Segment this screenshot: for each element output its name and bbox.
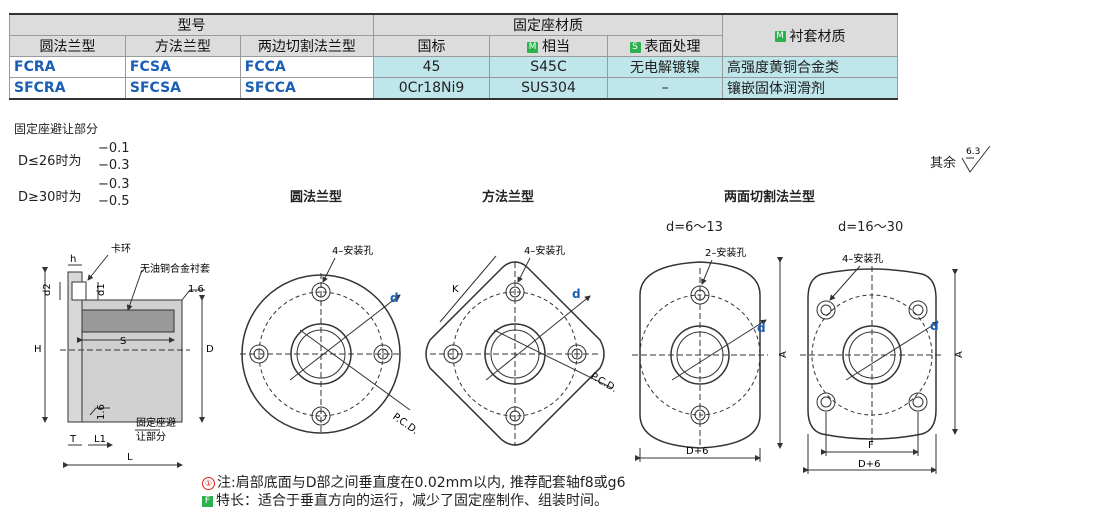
tolerance-values-2: −0.3 −0.5 xyxy=(98,177,130,209)
cell-surface: 无电解镀镍 xyxy=(607,56,723,78)
cell-code[interactable]: SFCRA xyxy=(9,77,126,100)
table-row: SFCRA SFCSA SFCCA 0Cr18Ni9 SUS304 – 镶嵌固体… xyxy=(9,77,898,100)
subheader-gb: 国标 xyxy=(373,35,490,57)
tolerance-label-1: D≤26时为 xyxy=(18,154,82,169)
dim-T: T xyxy=(69,434,77,445)
tolerance-label-2: D≥30时为 xyxy=(18,190,82,205)
dim-d-round: d xyxy=(390,291,399,305)
tolerance-values-1: −0.1 −0.3 xyxy=(98,141,130,173)
subheader-cut: 两边切割法兰型 xyxy=(239,35,375,57)
feature-badge-icon: F xyxy=(202,495,213,507)
dim-L: L xyxy=(127,452,133,463)
roughness-2: 1.6 xyxy=(96,404,107,420)
title-cut-large: d=16～30 xyxy=(838,220,904,235)
m-badge-icon: M xyxy=(526,41,538,53)
label-pcd-round: P.C.D. xyxy=(390,411,420,436)
cell-gb: 0Cr18Ni9 xyxy=(373,77,490,100)
label-holes-round: 4–安装孔 xyxy=(332,244,373,257)
dim-K: K xyxy=(452,284,459,295)
cell-equivalent: SUS304 xyxy=(488,77,609,100)
cut-flange-view-small xyxy=(632,257,783,462)
dim-h: h xyxy=(70,254,76,265)
dim-S: S xyxy=(120,336,126,347)
label-holes-cut-small: 2–安装孔 xyxy=(705,246,746,259)
roughness-symbol-icon: 6.3 xyxy=(961,145,991,173)
m-badge-icon: M xyxy=(774,31,786,42)
dim-D: D xyxy=(206,344,214,355)
cell-code[interactable]: FCSA xyxy=(124,56,241,78)
label-pcd-square: P.C.D. xyxy=(589,371,619,395)
cell-code[interactable]: FCRA xyxy=(9,56,126,78)
dim-d-square: d xyxy=(572,287,581,301)
dim-d1: d1 xyxy=(96,283,107,296)
label-holes-square: 4–安装孔 xyxy=(524,244,565,257)
dim-H: H xyxy=(34,344,42,355)
label-relief-1: 固定座避 xyxy=(136,416,176,429)
cell-gb: 45 xyxy=(373,56,490,78)
cell-equivalent: S45C xyxy=(488,56,609,78)
roughness-value: 6.3 xyxy=(966,147,980,157)
dim-D6-cut-large: D+6 xyxy=(858,459,880,470)
header-model: 型号 xyxy=(9,13,374,36)
tolerance-heading: 固定座避让部分 xyxy=(14,122,99,136)
cell-sleeve: 镶嵌固体润滑剂 xyxy=(722,77,898,100)
cut-flange-view-large xyxy=(800,265,958,474)
dim-d-cut-large: d xyxy=(930,319,939,333)
side-section-view xyxy=(42,254,205,468)
bushing-hatch xyxy=(81,309,175,333)
cell-code[interactable]: SFCCA xyxy=(239,77,375,100)
cell-sleeve: 高强度黄铜合金类 xyxy=(722,56,898,78)
dim-D6-cut-small: D+6 xyxy=(686,446,708,457)
roughness-1: 1.6 xyxy=(188,284,204,295)
header-fixed-material: 固定座材质 xyxy=(373,13,723,36)
mounting-hole xyxy=(816,300,928,412)
s-badge-icon: S xyxy=(629,41,641,53)
label-relief-2: 让部分 xyxy=(136,430,166,443)
title-square: 方法兰型 xyxy=(482,190,535,205)
table-row: FCRA FCSA FCCA 45 S45C 无电解镀镍 高强度黄铜合金类 xyxy=(9,56,898,78)
round-flange-view xyxy=(240,257,411,435)
surface-label: 其余 xyxy=(930,156,957,171)
title-cut: 两面切割法兰型 xyxy=(724,190,816,205)
square-flange-view xyxy=(425,255,613,446)
cell-code[interactable]: SFCSA xyxy=(124,77,241,100)
label-bushing: 无油铜合金衬套 xyxy=(140,262,210,275)
dim-F: F xyxy=(868,440,874,451)
title-cut-small: d=6～13 xyxy=(666,220,723,235)
label-holes-cut-large: 4–安装孔 xyxy=(842,252,883,265)
dim-L1: L1 xyxy=(94,434,106,445)
label-snap-ring: 卡环 xyxy=(111,242,131,255)
dim-d2: d2 xyxy=(42,283,53,296)
cell-surface: – xyxy=(607,77,723,100)
title-round: 圆法兰型 xyxy=(290,190,343,205)
subheader-square: 方法兰型 xyxy=(124,35,241,57)
dim-d-cut-small: d xyxy=(757,321,766,335)
dim-A-cut-large: A xyxy=(954,351,965,358)
info-circle-icon: ① xyxy=(202,476,215,490)
cell-code[interactable]: FCCA xyxy=(239,56,375,78)
subheader-round: 圆法兰型 xyxy=(9,35,126,57)
dim-A-cut-small: A xyxy=(778,351,789,358)
